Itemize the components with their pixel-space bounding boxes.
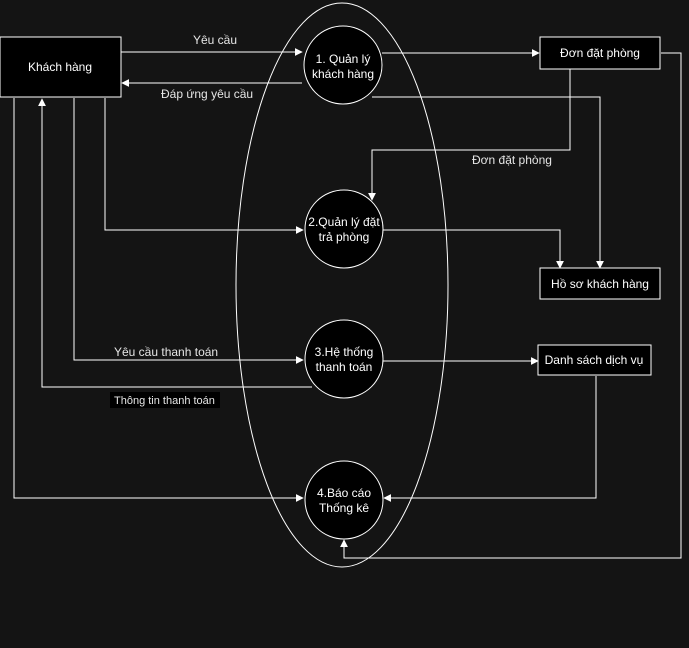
- flow-payment-info: [38, 98, 312, 388]
- process-3: 3.Hệ thống thanh toán: [304, 319, 384, 399]
- label-response: Đáp ứng yêu cầu: [161, 87, 253, 101]
- entity-customer-label: Khách hàng: [28, 60, 92, 74]
- process-3-line1: 3.Hệ thống: [315, 345, 374, 359]
- entity-service-list-label: Danh sách dịch vụ: [545, 353, 644, 367]
- flow-customer-p2: [104, 98, 304, 234]
- process-2-line1: 2.Quản lý đặt: [308, 215, 380, 229]
- flow-p2-profile: [382, 229, 564, 269]
- process-2: 2.Quản lý đặt trả phòng: [304, 189, 384, 269]
- process-4-line1: 4.Báo cáo: [317, 486, 371, 500]
- flow-booking-p4: [340, 52, 682, 559]
- entity-booking-form: Đơn đặt phòng: [539, 36, 661, 70]
- label-request: Yêu cầu: [193, 33, 237, 47]
- flow-customer-p4: [13, 98, 304, 502]
- entity-customer-profile: Hồ sơ khách hàng: [539, 267, 661, 300]
- process-1-line1: 1. Quản lý: [316, 52, 371, 66]
- flow-booking-p2: [368, 69, 571, 201]
- entity-customer: Khách hàng: [0, 36, 122, 98]
- system-boundary: [235, 2, 449, 568]
- flow-services-p4: [383, 376, 597, 502]
- flows: [13, 48, 682, 559]
- label-payment-info-bg: [110, 392, 220, 408]
- label-payment-info: Thông tin thanh toán: [114, 395, 215, 407]
- label-booking-form: Đơn đặt phòng: [472, 153, 552, 167]
- entity-customer-profile-label: Hồ sơ khách hàng: [551, 277, 649, 291]
- flow-payment-request: [73, 98, 304, 364]
- process-1-line2: khách hàng: [312, 67, 374, 81]
- entity-booking-form-label: Đơn đặt phòng: [560, 46, 640, 60]
- flow-p1-profile: [372, 96, 604, 269]
- entity-service-list: Danh sách dịch vụ: [537, 344, 652, 376]
- process-1: 1. Quản lý khách hàng: [303, 25, 383, 105]
- process-4-line2: Thống kê: [319, 501, 369, 515]
- process-3-line2: thanh toán: [316, 360, 373, 374]
- process-4: 4.Báo cáo Thống kê: [304, 460, 384, 540]
- label-payment-request: Yêu cầu thanh toán: [114, 345, 218, 359]
- process-2-line2: trả phòng: [319, 230, 370, 244]
